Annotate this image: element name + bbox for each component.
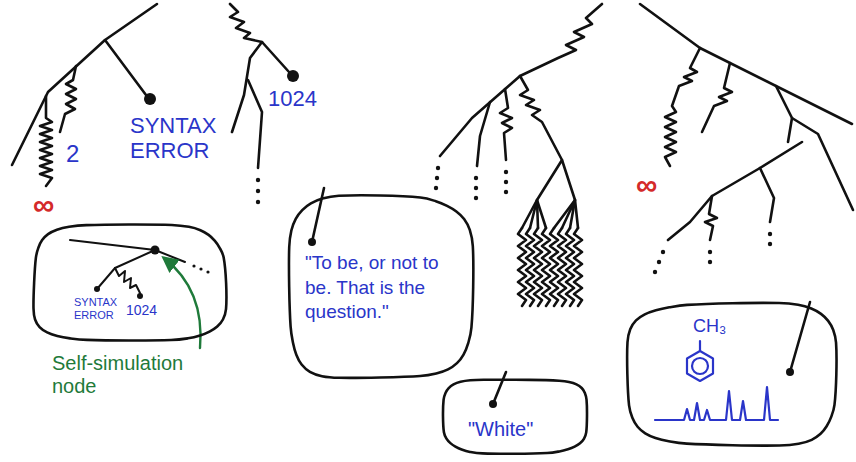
branch — [477, 102, 490, 166]
ellipsis-dot — [206, 270, 209, 273]
branch — [562, 200, 575, 228]
self-simulation-dot — [151, 246, 160, 255]
callout-note: Self-simulation node — [52, 352, 222, 398]
blob-outline — [625, 300, 840, 448]
branch — [105, 40, 146, 95]
ellipsis-dot — [256, 200, 260, 204]
blob-outline-path — [289, 195, 473, 377]
branch — [530, 200, 538, 228]
ellipsis-dot — [657, 260, 661, 264]
leaf-stem — [790, 302, 810, 372]
zigzag-branch — [500, 89, 512, 160]
ellipsis-dot — [708, 250, 712, 254]
leaf-dot — [308, 238, 316, 246]
blob-region: "White" — [440, 376, 590, 456]
branch — [155, 250, 185, 262]
zigzag-branch — [60, 66, 76, 132]
ellipsis-dot — [653, 270, 657, 274]
branch — [70, 240, 155, 250]
ellipsis-dot — [504, 190, 508, 194]
blob-outline-path — [33, 225, 226, 341]
ellipsis-dot — [199, 267, 202, 270]
blob-text: 1024 — [126, 302, 166, 318]
blob-text: SYNTAX ERROR — [74, 296, 128, 321]
ellipsis-dot — [504, 180, 508, 184]
zigzag-branch — [705, 196, 717, 240]
blob-outline — [440, 376, 590, 456]
leaf-value: 1024 — [268, 86, 338, 111]
ellipsis-dot — [436, 166, 440, 170]
ellipsis-dot — [435, 176, 439, 180]
leaf-dots — [94, 70, 794, 408]
branch — [668, 142, 802, 240]
zigzag-branch — [115, 268, 140, 293]
ellipsis-dot — [708, 260, 712, 264]
ellipsis-dot — [661, 250, 665, 254]
coil-branch — [665, 48, 700, 166]
leaf-dot — [144, 93, 156, 105]
leaf-value: 2 — [66, 140, 90, 168]
ellipsis-dot — [504, 170, 508, 174]
branch — [97, 250, 155, 289]
blob-outline — [30, 222, 228, 344]
branch — [554, 200, 578, 228]
zigzag-branch — [702, 63, 732, 132]
ellipsis-dot — [474, 176, 478, 180]
blob-region: CH₃ — [625, 300, 840, 448]
aromatic-circle — [692, 358, 708, 374]
leaf-value: SYNTAX ERROR — [130, 113, 230, 164]
infinity-mark: ∞ — [636, 170, 670, 200]
callout-arrow — [164, 258, 201, 348]
leaf-stem — [312, 188, 324, 242]
infinity-mark: ∞ — [33, 190, 67, 220]
leaf-dot — [137, 293, 143, 299]
ellipsis-dot — [256, 189, 260, 193]
ellipsis-dot — [256, 178, 260, 182]
branch — [776, 86, 792, 142]
branch — [248, 80, 262, 168]
benzene-ring — [687, 351, 713, 381]
ellipsis-dot — [768, 232, 772, 236]
ellipsis-dot — [474, 196, 478, 200]
leaf-dot — [489, 400, 497, 408]
blob-text: CH₃ — [693, 316, 753, 337]
ellipsis-dot — [434, 186, 438, 190]
leaf-dot — [287, 70, 299, 82]
bond-line — [699, 341, 701, 351]
blob-region: "To be, or not to be. That is the questi… — [285, 193, 475, 381]
toluene-sketch — [655, 341, 778, 420]
blob-outline-path — [627, 303, 836, 446]
branch — [522, 200, 546, 228]
branch — [792, 118, 853, 210]
leaf-dot — [786, 368, 794, 376]
blob-text: "To be, or not to be. That is the questi… — [305, 251, 453, 325]
spectrum-peaks — [655, 387, 778, 420]
leaf-dot — [94, 286, 100, 292]
blob-region: SYNTAX ERROR1024 — [30, 222, 228, 344]
branch — [232, 42, 262, 132]
tree-branches — [12, 4, 853, 404]
leaf-stem — [493, 372, 506, 404]
mini-tree — [70, 240, 185, 293]
blob-text: "White" — [468, 418, 568, 441]
blob-outline-path — [443, 380, 587, 454]
ellipsis-dot — [474, 186, 478, 190]
ellipsis-dot — [768, 242, 772, 246]
zigzag-branch — [520, 76, 562, 160]
zigzag-branch — [574, 228, 582, 306]
zigzag-branch — [230, 4, 289, 72]
branch — [537, 160, 575, 200]
coil-branch — [40, 96, 52, 186]
ellipsis-dot — [192, 264, 195, 267]
branch — [760, 168, 774, 222]
